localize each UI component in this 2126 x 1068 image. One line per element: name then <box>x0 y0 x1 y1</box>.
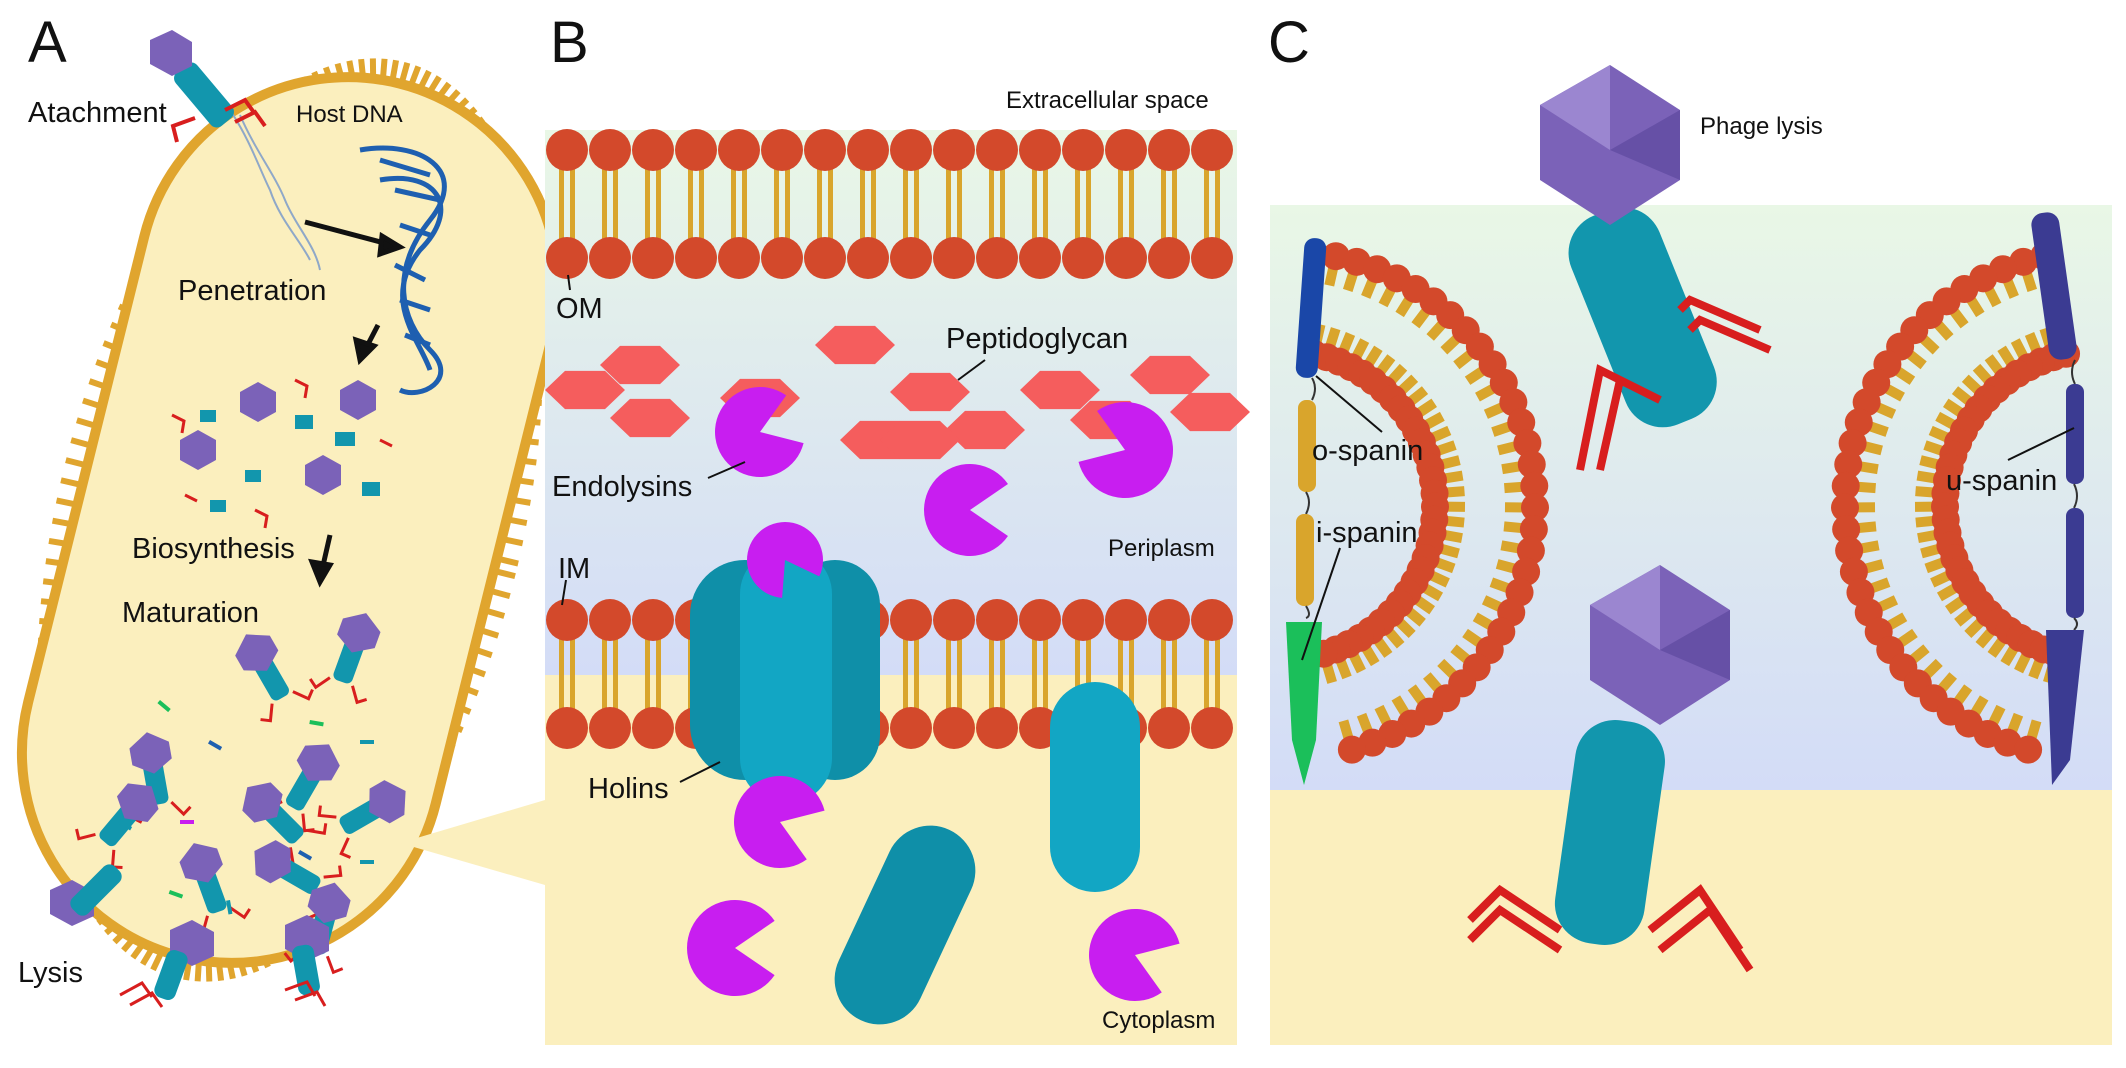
label-extracellular: Extracellular space <box>1006 87 1209 114</box>
holin-complex <box>690 548 1140 1025</box>
phage-dna-icon <box>229 109 311 261</box>
endolysin-enzymes <box>687 387 1180 1001</box>
exiting-phage-bottom-icon <box>1467 565 1754 973</box>
outer-membrane <box>546 129 1233 279</box>
panel-b: B Extracellular space OM Peptidoglycan E… <box>545 10 1250 1045</box>
label-maturation: Maturation <box>122 597 259 629</box>
label-attachment: Atachment <box>28 97 167 129</box>
released-phages-icon <box>50 864 329 1008</box>
label-penetration: Penetration <box>178 275 326 307</box>
label-host-dna: Host DNA <box>296 101 403 128</box>
panel-a: A Atachment Host DNA Penetration Biosynt… <box>16 10 564 1008</box>
label-lysis: Lysis <box>18 957 83 989</box>
process-arrows <box>304 219 406 588</box>
attaching-phage-icon <box>150 30 267 143</box>
panel-c: C Phage lysis o-spanin i-spanin u-spanin <box>1268 10 2112 1045</box>
label-u-spanin: u-spanin <box>1946 465 2057 497</box>
zoom-connector <box>400 800 545 885</box>
panel-c-letter: C <box>1268 10 1310 75</box>
label-peptidoglycan: Peptidoglycan <box>946 323 1128 355</box>
panel-a-letter: A <box>28 10 67 75</box>
label-im: IM <box>558 553 590 585</box>
label-endolysins: Endolysins <box>552 471 692 503</box>
panel-b-letter: B <box>550 10 589 75</box>
fusing-membrane-left <box>1299 242 1549 764</box>
host-dna-icon <box>359 145 447 396</box>
label-periplasm: Periplasm <box>1108 535 1215 562</box>
label-pointers-c <box>1301 375 2075 661</box>
phage-components-icon <box>171 378 393 529</box>
cytoplasm-area-c <box>1270 790 2112 1045</box>
exiting-phage-top-icon <box>1540 65 1772 471</box>
fusing-membrane-right <box>1831 242 2081 764</box>
label-phage-lysis: Phage lysis <box>1700 113 1823 140</box>
label-biosynthesis: Biosynthesis <box>132 533 295 565</box>
label-pointers <box>561 274 986 783</box>
label-om: OM <box>556 293 603 325</box>
label-i-spanin: i-spanin <box>1316 517 1418 549</box>
spanin-complex-left <box>1286 238 1327 785</box>
label-cytoplasm: Cytoplasm <box>1102 1007 1215 1034</box>
label-o-spanin: o-spanin <box>1312 435 1423 467</box>
u-spanin <box>2031 212 2084 785</box>
label-holins: Holins <box>588 773 669 805</box>
